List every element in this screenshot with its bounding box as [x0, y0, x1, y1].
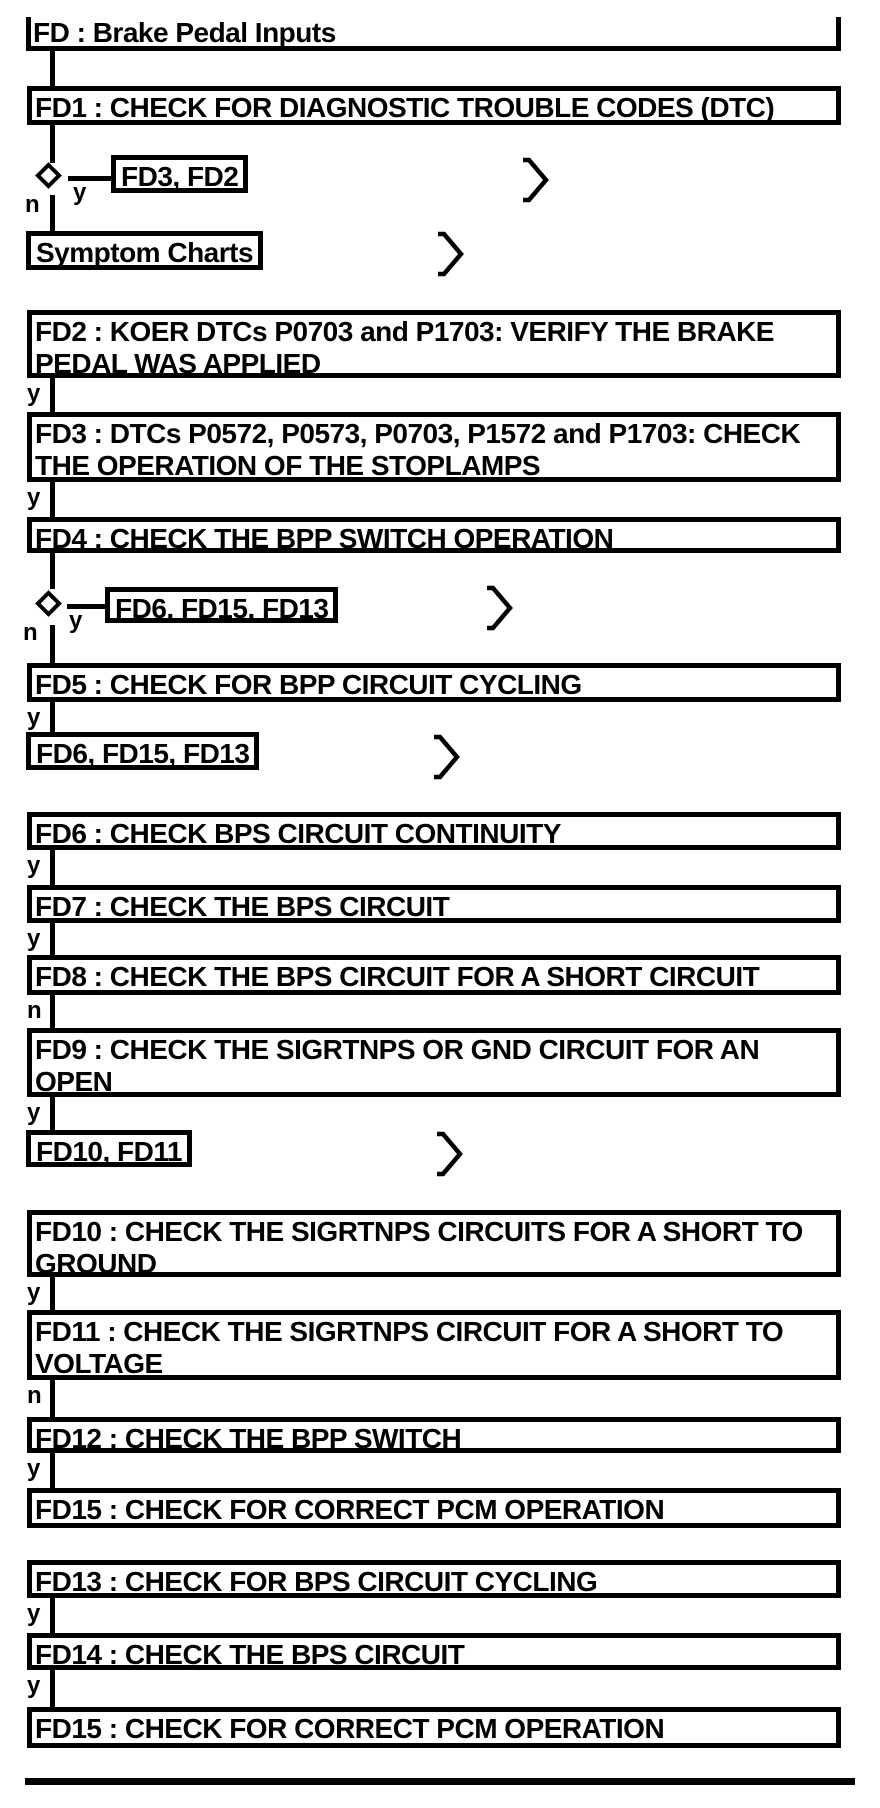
ref-box-fd6-fd15-fd13: FD6, FD15, FD13 [105, 587, 339, 623]
connector [50, 850, 55, 885]
offpage-chevron [485, 585, 513, 631]
node-fd12: FD12 : CHECK THE BPP SWITCH [27, 1417, 841, 1453]
branch-label-yes: y [27, 1279, 41, 1306]
node-fd13: FD13 : CHECK FOR BPS CIRCUIT CYCLING [27, 1560, 841, 1598]
branch-label-no: n [25, 191, 40, 218]
connector [50, 625, 55, 663]
branch-label-yes: y [69, 607, 83, 634]
branch-label-yes: y [27, 380, 41, 407]
decision-diamond-2 [35, 590, 62, 617]
ref-box-fd10-fd11: FD10, FD11 [26, 1130, 192, 1167]
branch-label-yes: y [27, 484, 41, 511]
connector [50, 995, 55, 1028]
connector [50, 553, 55, 589]
node-fd2: FD2 : KOER DTCs P0703 and P1703: VERIFY … [27, 310, 841, 378]
connector [50, 482, 55, 517]
node-fd8: FD8 : CHECK THE BPS CIRCUIT FOR A SHORT … [27, 955, 841, 995]
node-fd5: FD5 : CHECK FOR BPP CIRCUIT CYCLING [27, 663, 841, 702]
ref-box-fd6-fd15-fd13: FD6, FD15, FD13 [26, 732, 260, 770]
connector [50, 1670, 55, 1707]
branch-label-yes: y [27, 1455, 41, 1482]
connector [50, 1277, 55, 1310]
branch-label-yes: y [27, 704, 41, 731]
offpage-chevron [432, 734, 460, 780]
branch-label-yes: y [27, 852, 41, 879]
node-fd14: FD14 : CHECK THE BPS CIRCUIT [27, 1633, 841, 1670]
title-left-tick [26, 17, 31, 51]
title-underline [26, 46, 841, 51]
node-fd7: FD7 : CHECK THE BPS CIRCUIT [27, 885, 841, 923]
branch-label-no: n [27, 997, 42, 1024]
connector [50, 51, 55, 86]
connector [50, 125, 55, 163]
node-fd6: FD6 : CHECK BPS CIRCUIT CONTINUITY [27, 812, 841, 850]
connector [50, 378, 55, 412]
node-fd11: FD11 : CHECK THE SIGRTNPS CIRCUIT FOR A … [27, 1310, 841, 1380]
offpage-chevron [521, 157, 549, 203]
offpage-chevron [435, 1131, 463, 1177]
decision1-yes-stub [68, 176, 112, 181]
branch-label-yes: y [27, 1600, 41, 1627]
page-title: FD : Brake Pedal Inputs [33, 17, 336, 48]
connector [50, 1598, 55, 1633]
title-right-tick [836, 17, 841, 51]
decision2-yes-stub [67, 604, 105, 609]
node-fd1: FD1 : CHECK FOR DIAGNOSTIC TROUBLE CODES… [27, 86, 841, 125]
branch-label-yes: y [73, 179, 87, 206]
bottom-rule [25, 1778, 855, 1785]
branch-label-no: n [27, 1382, 42, 1409]
node-fd3: FD3 : DTCs P0572, P0573, P0703, P1572 an… [27, 412, 841, 482]
node-fd10: FD10 : CHECK THE SIGRTNPS CIRCUITS FOR A… [27, 1210, 841, 1277]
connector [50, 923, 55, 955]
branch-label-no: n [23, 619, 38, 646]
branch-label-yes: y [27, 1672, 41, 1699]
branch-label-yes: y [27, 1099, 41, 1126]
connector [50, 1380, 55, 1417]
node-fd9: FD9 : CHECK THE SIGRTNPS OR GND CIRCUIT … [27, 1028, 841, 1097]
ref-box-symptom-charts: Symptom Charts [26, 231, 264, 270]
connector [50, 702, 55, 732]
connector [50, 195, 55, 231]
decision-diamond-1 [35, 162, 62, 189]
ref-box-fd3-fd2: FD3, FD2 [111, 155, 249, 193]
node-fd4: FD4 : CHECK THE BPP SWITCH OPERATION [27, 517, 841, 553]
node-fd15: FD15 : CHECK FOR CORRECT PCM OPERATION [27, 1707, 841, 1748]
connector [50, 1097, 55, 1130]
node-fd15: FD15 : CHECK FOR CORRECT PCM OPERATION [27, 1488, 841, 1528]
connector [50, 1453, 55, 1488]
branch-label-yes: y [27, 925, 41, 952]
offpage-chevron [436, 231, 464, 277]
